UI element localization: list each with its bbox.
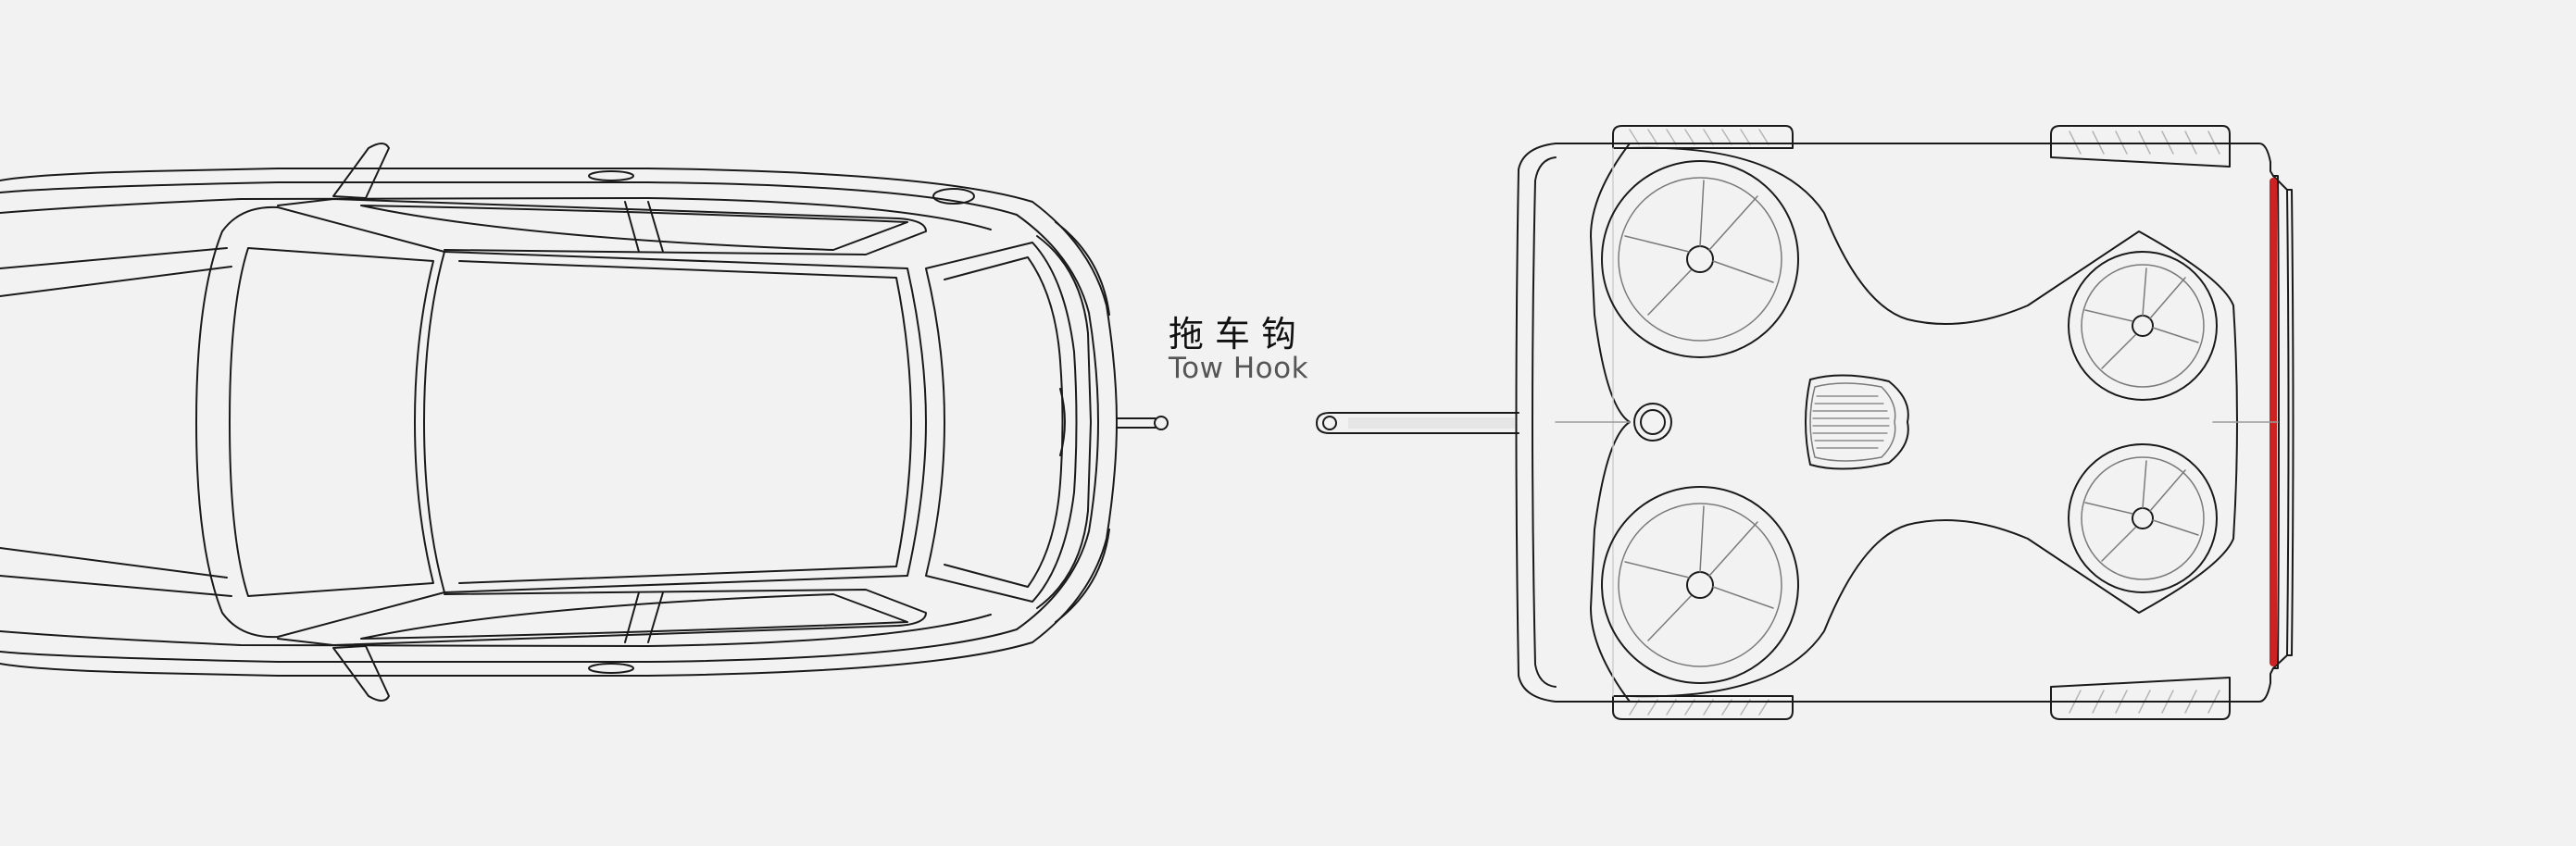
wheel-rear-right <box>2068 443 2218 593</box>
tire-bottom-left <box>1612 695 1794 720</box>
vent-grille <box>1805 374 1909 470</box>
tow-hook-label-chinese: 拖车钩 <box>1169 314 1308 355</box>
tire-bottom-right <box>2050 677 2231 720</box>
wheel-rear-left <box>1601 486 1799 684</box>
car-mirror-bottom <box>332 645 390 702</box>
wheel-front-right <box>2068 251 2218 401</box>
tow-hook-label-english: Tow Hook <box>1169 352 1309 385</box>
towed-body-outline <box>1515 143 2280 703</box>
towed-tow-bar <box>1316 412 1519 434</box>
towed-vehicle-underside <box>1515 125 2295 720</box>
car-mirror-top <box>332 143 390 199</box>
car-roof <box>444 251 927 593</box>
drain-cap <box>1633 403 1672 442</box>
car-tow-hook <box>1116 416 1169 430</box>
car-body-outline <box>0 168 1118 677</box>
car-top-view <box>0 143 1118 702</box>
car-windshield <box>925 242 1078 603</box>
tire-top-right <box>2050 125 2231 168</box>
car-rear-window <box>195 205 445 639</box>
tire-top-left <box>1612 125 1794 149</box>
wheel-front-left <box>1601 160 1799 358</box>
